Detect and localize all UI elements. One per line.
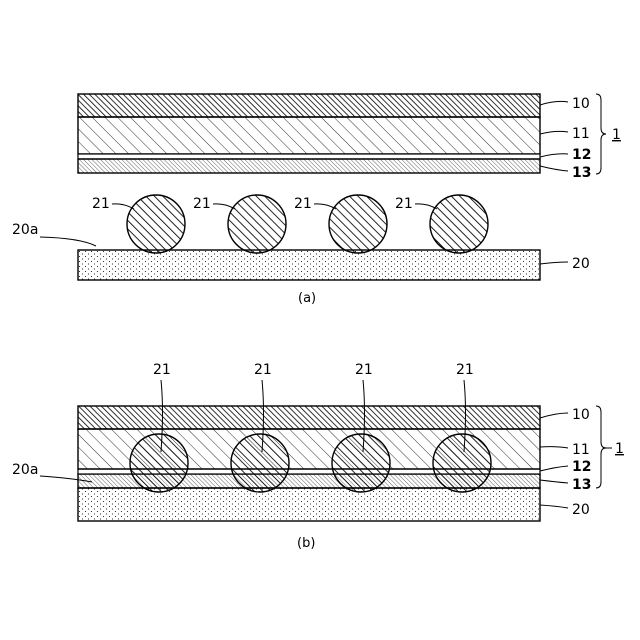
bump-21-b-2 [231,434,289,492]
film-assembly-a [78,94,540,173]
label-20-b: 20 [572,502,590,518]
label-12-b: 12 [572,459,591,475]
label-21-b-3: 21 [355,362,373,378]
label-1-b: 1 [615,441,624,457]
label-13-b: 13 [572,477,591,493]
caption-b: (b) [297,536,315,551]
label-13-a: 13 [572,165,591,181]
substrate-20-a [78,250,540,280]
layer-11-a [78,117,540,154]
layer-12-a [78,154,540,159]
label-21-a-2: 21 [193,196,211,212]
brace-a [596,94,606,174]
label-11-b: 11 [572,442,590,458]
brace-b [596,406,606,488]
layer-10-a [78,94,540,117]
substrate-20-b [78,488,540,521]
layer-10-b [78,406,540,429]
bump-21-a-4 [430,195,488,253]
label-21-a-1: 21 [92,196,110,212]
bump-21-b-4 [433,434,491,492]
label-21-b-4: 21 [456,362,474,378]
label-12-a: 12 [572,147,591,163]
label-20-a: 20 [572,256,590,272]
label-10-b: 10 [572,407,590,423]
label-1-a: 1 [612,127,621,143]
bump-21-b-1 [130,434,188,492]
panel-a: 10 11 12 13 1 20 20a 21 21 21 21 (a) [12,94,621,306]
label-21-b-1: 21 [153,362,171,378]
label-11-a: 11 [572,126,590,142]
layer-13-a [78,159,540,173]
bump-21-a-3 [329,195,387,253]
bump-21-a-2 [228,195,286,253]
label-21-b-2: 21 [254,362,272,378]
label-20a-b: 20a [12,462,38,478]
bump-21-a-1 [127,195,185,253]
caption-a: (a) [298,291,316,306]
panel-b: 21 21 21 21 10 11 12 13 1 20 20a (b) [12,362,624,551]
bump-21-b-3 [332,434,390,492]
label-10-a: 10 [572,96,590,112]
label-20a-a: 20a [12,222,38,238]
label-21-a-3: 21 [294,196,312,212]
label-21-a-4: 21 [395,196,413,212]
